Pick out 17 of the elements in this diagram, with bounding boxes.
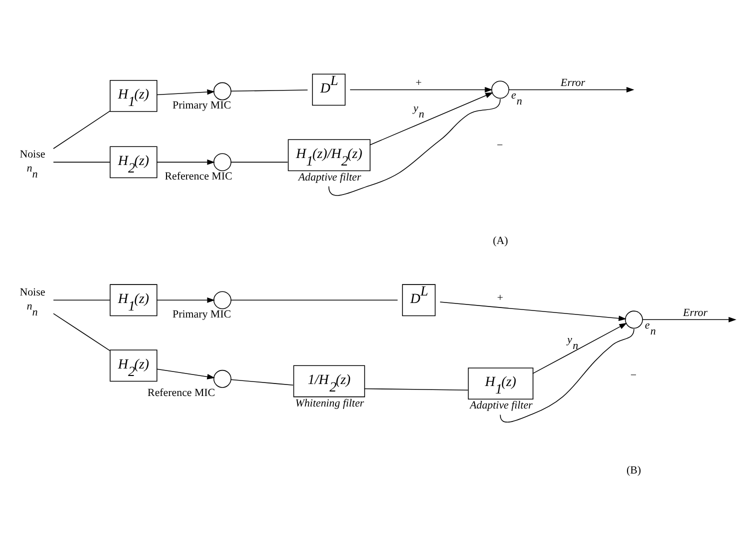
node-label: Reference MIC [148, 386, 216, 399]
edge-label: + [414, 76, 422, 88]
node-label: Reference MIC [164, 170, 232, 182]
edge-label: + [496, 292, 504, 304]
label: (A) [492, 234, 508, 246]
node-text: Noise [20, 148, 46, 160]
node-label: Whitening filter [295, 396, 364, 409]
node-label: Primary MIC [172, 308, 231, 320]
node-text: Noise [20, 286, 46, 298]
label: − [496, 139, 503, 152]
node-label: Adaptive filter [470, 399, 533, 412]
label: − [630, 369, 637, 382]
edge-label: Error [560, 76, 586, 88]
node-label: Adaptive filter [298, 170, 362, 183]
node-label: Primary MIC [172, 99, 231, 112]
label: (B) [626, 464, 642, 476]
edge-label: Error [683, 306, 708, 318]
